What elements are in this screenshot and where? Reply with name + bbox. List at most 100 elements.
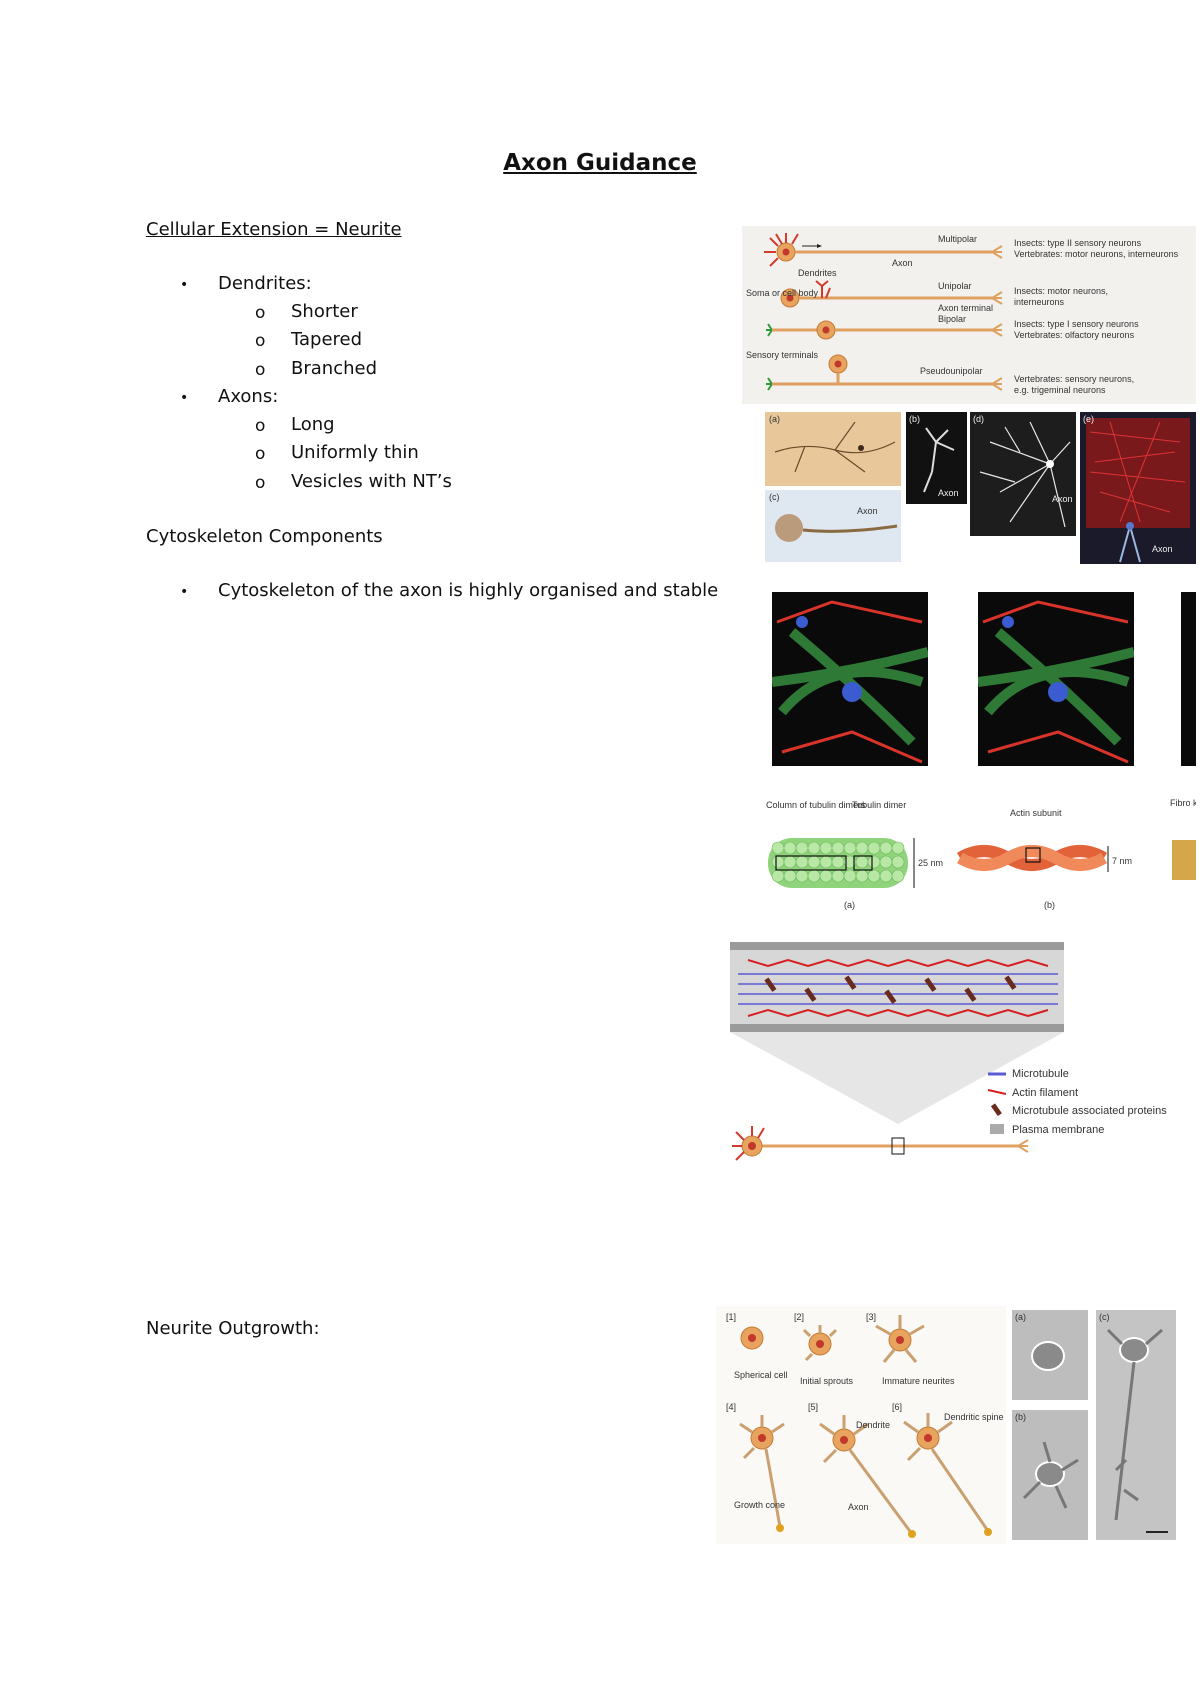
sub-list-item: Long bbox=[291, 414, 335, 435]
label-b: (b) bbox=[909, 414, 920, 424]
list-item-label: Cytoskeleton of the axon is highly organ… bbox=[218, 580, 719, 601]
sub-bullet-icon: o bbox=[255, 331, 266, 351]
sub-bullet-icon: o bbox=[255, 416, 266, 436]
micrograph-a: (a) bbox=[765, 412, 901, 486]
label-sensory-terminals: Sensory terminals bbox=[746, 350, 819, 360]
label-e: (e) bbox=[1083, 414, 1094, 424]
legend: Microtubule Actin filament Microtubule a… bbox=[987, 1068, 1167, 1136]
label-bipolar-desc1: Insects: type I sensory neurons bbox=[1014, 319, 1139, 329]
sub-bullet-icon: o bbox=[255, 473, 266, 493]
label-pseudounipolar: Pseudounipolar bbox=[920, 366, 983, 376]
fluorescence-image-3-cropped bbox=[1181, 592, 1196, 766]
label-actin: Actin subunit bbox=[1010, 808, 1062, 818]
label-bipolar-desc2: Vertebrates: olfactory neurons bbox=[1014, 330, 1135, 340]
legend-microtubule: Microtubule bbox=[1012, 1068, 1069, 1080]
micrograph-c: (c) Axon bbox=[765, 490, 901, 562]
legend-membrane: Plasma membrane bbox=[1012, 1124, 1104, 1136]
legend-map-swatch bbox=[990, 1103, 1002, 1117]
unipolar-neuron bbox=[780, 280, 1003, 308]
bullet-icon: • bbox=[180, 390, 189, 406]
sub-list-item: Tapered bbox=[291, 329, 363, 350]
label-pa: (a) bbox=[1015, 1312, 1026, 1322]
sub-list-item: Branched bbox=[291, 358, 377, 379]
label-multipolar-desc1: Insects: type II sensory neurons bbox=[1014, 238, 1142, 248]
label-d: (d) bbox=[973, 414, 984, 424]
list-item: • bbox=[180, 273, 188, 296]
label-fig-a: (a) bbox=[844, 900, 855, 910]
bipolar-neuron bbox=[766, 320, 1003, 340]
phase-contrast-c: (c) bbox=[1096, 1310, 1176, 1540]
label-bipolar: Bipolar bbox=[938, 314, 966, 324]
label-25nm: 25 nm bbox=[918, 858, 943, 868]
label-a: (a) bbox=[769, 414, 780, 424]
list-item-label: Dendrites: bbox=[218, 273, 312, 294]
bullet-icon: • bbox=[180, 277, 189, 293]
sub-list-item: Vesicles with NT’s bbox=[291, 471, 452, 492]
label-7nm: 7 nm bbox=[1112, 856, 1132, 866]
label-initial: Initial sprouts bbox=[800, 1376, 854, 1386]
section-heading-cytoskeleton: Cytoskeleton Components bbox=[146, 526, 383, 547]
section-heading-neurite: Cellular Extension = Neurite bbox=[146, 219, 402, 240]
list-item-label: Axons: bbox=[218, 386, 279, 407]
label-immature: Immature neurites bbox=[882, 1376, 955, 1386]
legend-map: Microtubule associated proteins bbox=[1012, 1105, 1167, 1117]
sub-bullet-icon: o bbox=[255, 444, 266, 464]
phase-contrast-b: (b) bbox=[1012, 1410, 1088, 1540]
label-tubulin: Tubulin dimer bbox=[852, 800, 906, 810]
micrograph-b: (b) Axon bbox=[906, 412, 967, 504]
actin-filament-diagram bbox=[956, 845, 1109, 872]
legend-actin: Actin filament bbox=[1012, 1087, 1078, 1099]
label-axon-c: Axon bbox=[857, 506, 878, 516]
neuron-types-diagram: Multipolar Axon Insects: type II sensory… bbox=[742, 226, 1196, 404]
label-pseudo-desc2: e.g. trigeminal neurons bbox=[1014, 385, 1106, 395]
phase-contrast-a: (a) bbox=[1012, 1310, 1088, 1400]
label-axon: Axon bbox=[892, 258, 913, 268]
legend-actin-swatch bbox=[987, 1089, 1007, 1095]
label-unipolar: Unipolar bbox=[938, 281, 972, 291]
label-axon-d: Axon bbox=[1052, 494, 1073, 504]
label-spherical: Spherical cell bbox=[734, 1370, 788, 1380]
label-unipolar-desc2: interneurons bbox=[1014, 297, 1065, 307]
label-soma: Soma or cell body bbox=[746, 288, 819, 298]
microtubule-diagram bbox=[768, 838, 915, 888]
micrograph-e: (e) Axon bbox=[1080, 412, 1196, 564]
label-stage5: [5] bbox=[808, 1402, 818, 1412]
fluorescence-image-1 bbox=[772, 592, 928, 766]
label-axon-b: Axon bbox=[938, 488, 959, 498]
pseudounipolar-neuron bbox=[766, 354, 1003, 391]
sub-bullet-icon: o bbox=[255, 303, 266, 323]
label-stage2: [2] bbox=[794, 1312, 804, 1322]
sub-list-item: Shorter bbox=[291, 301, 358, 322]
label-stage3: [3] bbox=[866, 1312, 876, 1322]
label-multipolar: Multipolar bbox=[938, 234, 977, 244]
label-dendrite: Dendrite bbox=[856, 1420, 890, 1430]
label-fig-b: (b) bbox=[1044, 900, 1055, 910]
label-pb: (b) bbox=[1015, 1412, 1026, 1422]
label-growth-cone: Growth cone bbox=[734, 1500, 785, 1510]
label-fibrous: Fibro kera bbox=[1170, 798, 1196, 808]
sub-bullet-icon: o bbox=[255, 360, 266, 380]
list-item: • bbox=[180, 580, 188, 603]
legend-membrane-swatch bbox=[990, 1124, 1004, 1134]
page-title: Axon Guidance bbox=[503, 150, 697, 176]
label-axon: Axon bbox=[848, 1502, 869, 1512]
label-axon-e: Axon bbox=[1152, 544, 1173, 554]
axon-cytoskeleton-diagram: Microtubule Actin filament Microtubule a… bbox=[728, 940, 1196, 1180]
label-stage1: [1] bbox=[726, 1312, 736, 1322]
label-pc: (c) bbox=[1099, 1312, 1110, 1322]
bullet-icon: • bbox=[180, 584, 189, 600]
label-spine: Dendritic spine bbox=[944, 1412, 1004, 1422]
micrograph-d: (d) Axon bbox=[970, 412, 1076, 536]
label-c: (c) bbox=[769, 492, 780, 502]
outgrowth-stages-diagram: [1] Spherical cell [2] Initial sprouts [… bbox=[716, 1306, 1006, 1544]
label-unipolar-desc1: Insects: motor neurons, bbox=[1014, 286, 1108, 296]
label-dendrites: Dendrites bbox=[798, 268, 837, 278]
label-multipolar-desc2: Vertebrates: motor neurons, interneurons bbox=[1014, 249, 1179, 259]
label-stage6: [6] bbox=[892, 1402, 902, 1412]
label-stage4: [4] bbox=[726, 1402, 736, 1412]
label-column: Column of tubulin dimers bbox=[766, 800, 866, 810]
fluorescence-image-2 bbox=[978, 592, 1134, 766]
section-heading-outgrowth: Neurite Outgrowth: bbox=[146, 1318, 320, 1339]
multipolar-neuron bbox=[764, 233, 1003, 267]
filament-diagram: Column of tubulin dimers Tubulin dimer 2… bbox=[764, 796, 1196, 916]
